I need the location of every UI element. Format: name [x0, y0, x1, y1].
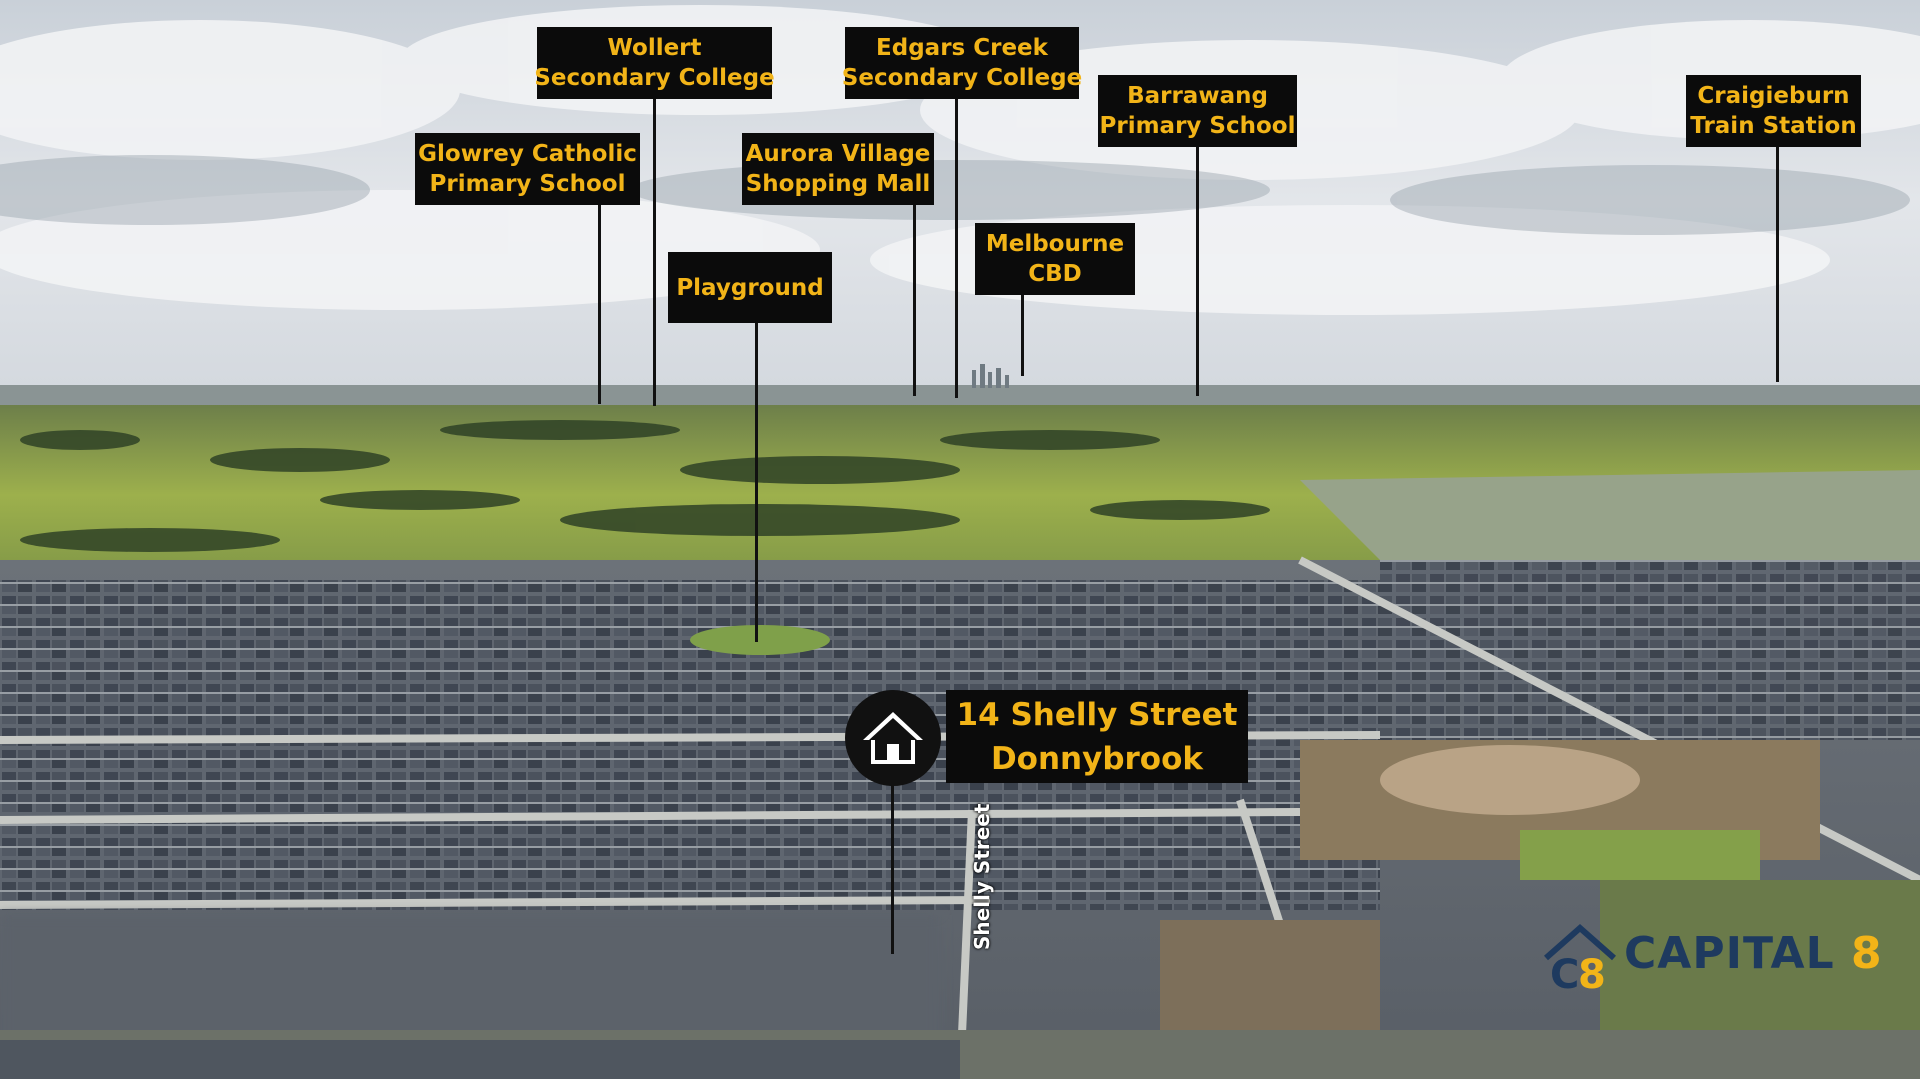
leader-barrawang [1196, 146, 1199, 396]
logo-wordmark: CAPITAL 8 [1624, 928, 1883, 979]
callout-craigieburn-line1: Craigieburn [1697, 83, 1850, 109]
leader-craigieburn [1776, 146, 1779, 382]
property-street: 14 Shelly Street [956, 696, 1238, 733]
callout-barrawang-line2: Primary School [1099, 113, 1296, 139]
capital8-logo: C 8 CAPITAL 8 [1540, 918, 1900, 998]
leader-property [891, 776, 894, 954]
callout-aurora-line1: Aurora Village [745, 141, 931, 167]
callout-playground: Playground [668, 252, 832, 323]
leader-playground [755, 322, 758, 642]
callout-edgars: Edgars Creek Secondary College [841, 27, 1083, 99]
callout-glowrey-line1: Glowrey Catholic [418, 141, 637, 167]
callout-aurora-line2: Shopping Mall [745, 171, 931, 197]
callout-barrawang: Barrawang Primary School [1098, 75, 1297, 147]
logo-suffix: 8 [1850, 928, 1883, 979]
leader-melbourne [1021, 294, 1024, 376]
callout-barrawang-line1: Barrawang [1127, 83, 1268, 109]
callout-craigieburn: Craigieburn Train Station [1686, 75, 1861, 147]
leader-aurora [913, 204, 916, 396]
svg-text:C: C [1550, 952, 1579, 998]
callout-melbourne-line1: Melbourne [985, 231, 1125, 257]
leader-edgars [955, 98, 958, 398]
house-icon [863, 712, 923, 764]
home-pin-icon [845, 690, 941, 786]
logo-house-icon: C 8 [1544, 923, 1616, 998]
callout-playground-line1: Playground [676, 274, 824, 301]
leader-wollert [653, 98, 656, 406]
callout-glowrey-line2: Primary School [429, 171, 626, 197]
svg-text:8: 8 [1578, 952, 1606, 998]
property-suburb: Donnybrook [990, 740, 1204, 777]
logo-word: CAPITAL [1624, 928, 1835, 979]
callout-melbourne: Melbourne CBD [975, 223, 1135, 295]
street-name-label: Shelly Street [970, 803, 994, 950]
leader-glowrey [598, 204, 601, 404]
callout-wollert-line1: Wollert [607, 35, 702, 61]
callout-edgars-line2: Secondary College [841, 65, 1083, 91]
callout-melbourne-line2: CBD [1028, 261, 1082, 287]
callout-craigieburn-line2: Train Station [1690, 113, 1857, 139]
callout-aurora: Aurora Village Shopping Mall [742, 133, 934, 205]
callout-glowrey: Glowrey Catholic Primary School [415, 133, 640, 205]
callout-wollert: Wollert Secondary College [534, 27, 775, 99]
callout-wollert-line2: Secondary College [534, 65, 775, 91]
property-address-label: 14 Shelly Street Donnybrook [946, 690, 1248, 783]
callout-edgars-line1: Edgars Creek [876, 35, 1048, 61]
